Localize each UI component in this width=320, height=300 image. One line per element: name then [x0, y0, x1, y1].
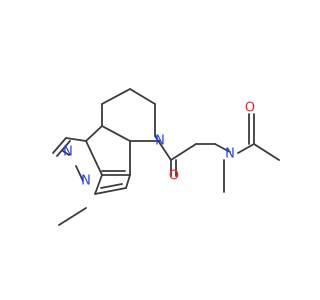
imidazole-n-top-label: N [63, 145, 73, 160]
molecule-structure: N N N N O O [52, 88, 280, 226]
acetamide-n-label: N [225, 147, 235, 162]
bonds [52, 88, 280, 226]
imidazole-n-bottom-label: N [81, 174, 91, 189]
ring-amide-n-label: N [155, 134, 165, 149]
carbonyl-o-right-label: O [245, 101, 255, 116]
atom-labels: N N N N O O [63, 101, 255, 189]
carbonyl-o-middle-label: O [169, 169, 179, 184]
molecule-diagram: N N N N O O [52, 88, 280, 226]
